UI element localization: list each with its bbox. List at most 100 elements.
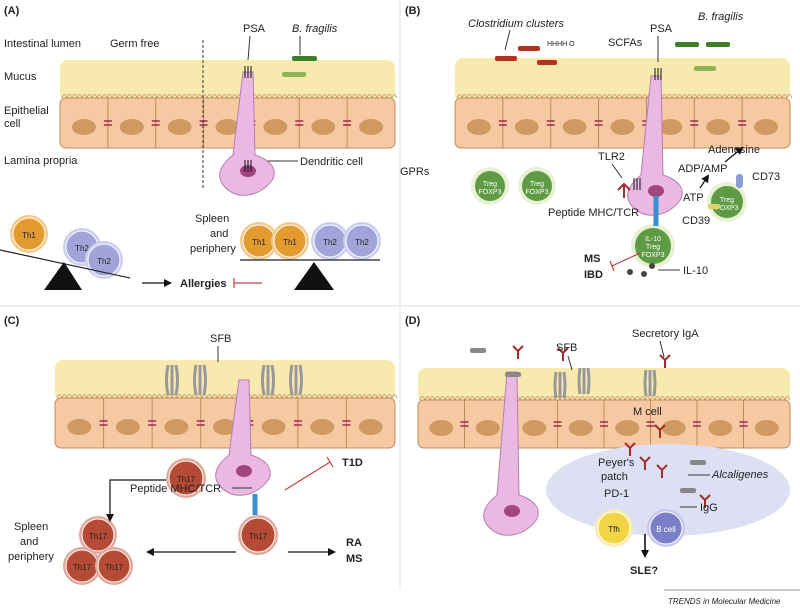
b-cell-label: B cell xyxy=(656,525,676,534)
dendritic-cell-label: Dendritic cell xyxy=(300,156,363,168)
sfb-pointer-d xyxy=(567,355,573,371)
th1-cell xyxy=(273,224,307,258)
scfa-molecule: HHHH O xyxy=(547,41,575,48)
panel-b-letter: (B) xyxy=(405,5,421,17)
panel-c-dendritic-nucleus xyxy=(236,465,252,477)
antibody-y xyxy=(656,464,668,478)
adenosine-arrow xyxy=(724,146,744,163)
panel-c-letter: (C) xyxy=(4,315,20,327)
th17-cell-periphery-label: Th17 xyxy=(73,563,92,572)
th17-cell-periphery xyxy=(81,518,115,552)
th2-cell xyxy=(87,243,121,277)
panel-d-dendritic-nucleus xyxy=(504,505,520,517)
psa-label: PSA xyxy=(243,23,266,35)
bacteria-clostridium-3 xyxy=(537,60,557,65)
sfb-filament-d xyxy=(652,369,657,397)
b-cell xyxy=(649,511,683,545)
ra-label: RA xyxy=(346,537,362,549)
panel-c-nucleus xyxy=(164,419,189,435)
th17-cell-activated xyxy=(240,517,276,553)
scale-fulcrum-left xyxy=(44,262,82,290)
panel-c-nucleus xyxy=(358,419,383,435)
treg-cell-il10-treg-text: Treg xyxy=(646,244,660,251)
antibody-y xyxy=(654,424,666,438)
panel-a: (A) Intestinal lumen Mucus Epithelial ce… xyxy=(0,5,380,290)
panel-c-nucleus xyxy=(115,419,140,435)
sle-label: SLE? xyxy=(630,565,658,577)
germ-free-label: Germ free xyxy=(110,38,160,50)
panel-d-nucleus xyxy=(522,420,547,436)
panel-c-nucleus xyxy=(67,419,92,435)
th2-cell-label: Th2 xyxy=(323,238,337,247)
peptide-label-c: Peptide MHC/TCR xyxy=(130,483,221,495)
sfb-label-c: SFB xyxy=(210,333,231,345)
panel-d-letter: (D) xyxy=(405,315,421,327)
tfh-cell-label: Tfh xyxy=(608,525,620,534)
treg-cell-gpr-1 xyxy=(475,171,505,201)
gprs-label: GPRs xyxy=(400,166,430,178)
panel-b-nucleus xyxy=(514,119,539,135)
panel-d-nucleus xyxy=(429,420,454,436)
panel-a-nucleus xyxy=(263,119,288,135)
bacteria-bfragilis-pale xyxy=(282,72,306,77)
sfb-label-d: SFB xyxy=(556,342,577,354)
th1-cell xyxy=(12,217,46,251)
cd73-receptor xyxy=(736,174,743,188)
t1d-inhibit-bar xyxy=(326,456,334,468)
sfb-filament xyxy=(165,364,170,396)
treg-cell-gpr-1-foxp3-text: FOXP3 xyxy=(479,189,502,196)
clostridium-label: Clostridium clusters xyxy=(468,18,564,30)
treg-cell-il10-il10-text: IL-10 xyxy=(645,236,661,243)
panel-b-nucleus xyxy=(658,119,683,135)
bfragilis-label: B. fragilis xyxy=(292,23,338,35)
sfb-filament-d xyxy=(577,367,582,395)
panel-b-nucleus xyxy=(706,119,731,135)
bacteria-clostridium-1 xyxy=(495,56,517,61)
footer-label: TRENDS in Molecular Medicine xyxy=(668,597,781,606)
treg-cell-gpr-1-treg-text: Treg xyxy=(483,181,497,188)
treg-cell-cd39-foxp3-text: FOXP3 xyxy=(716,205,739,212)
sfb-filament-d xyxy=(553,371,558,399)
panel-d-nucleus xyxy=(615,420,640,436)
treg-cell-gpr-2 xyxy=(522,171,552,201)
spleen-label-c1: Spleen xyxy=(14,521,48,533)
sfb-filament xyxy=(270,364,275,396)
panel-b-nucleus xyxy=(754,119,779,135)
antibody-y xyxy=(639,456,651,470)
treg-cell-cd39 xyxy=(711,186,743,218)
panel-a-nucleus xyxy=(167,119,192,135)
panel-d: (D) SFB Secretory IgA M cell Peyer's pat… xyxy=(405,315,769,577)
ms-inhibit-line xyxy=(611,252,641,267)
secretory-iga-label: Secretory IgA xyxy=(632,328,699,340)
ms-label-c: MS xyxy=(346,553,363,565)
th2-cell xyxy=(345,224,379,258)
panel-b-microvilli xyxy=(456,94,793,99)
th1-cell-label: Th1 xyxy=(283,238,297,247)
bacteria-bfragilis-b2 xyxy=(706,42,730,47)
panel-d-dendritic-cell xyxy=(483,371,539,536)
panel-b-nucleus xyxy=(562,119,587,135)
tlr2-label: TLR2 xyxy=(598,151,625,163)
th17-cell-lamina-label: Th17 xyxy=(177,475,196,484)
th17-cell-periphery-label: Th17 xyxy=(89,532,108,541)
panel-a-nucleus xyxy=(311,119,336,135)
scfas-label: SCFAs xyxy=(608,37,643,49)
bfragilis-label-b: B. fragilis xyxy=(698,11,744,23)
th17-cell-lamina xyxy=(168,460,204,496)
sfb-filament-d xyxy=(586,367,591,395)
panel-a-dendritic-cell xyxy=(219,71,275,196)
il10-label: IL-10 xyxy=(683,265,708,277)
sfb-filament xyxy=(174,364,179,396)
m-cell-label: M cell xyxy=(633,406,662,418)
alcaligenes-bacterium xyxy=(470,348,486,353)
il10-dot-2 xyxy=(641,271,647,277)
panel-d-nucleus xyxy=(568,420,593,436)
panel-b: (B) Clostridium clusters HHHH O SCFAs PS… xyxy=(400,5,780,281)
th17-cell-periphery-label: Th17 xyxy=(105,563,124,572)
panel-d-nucleus xyxy=(475,420,500,436)
atp-label: ATP xyxy=(683,192,704,204)
scale-fulcrum-right xyxy=(294,262,334,290)
th2-cell-label: Th2 xyxy=(355,238,369,247)
